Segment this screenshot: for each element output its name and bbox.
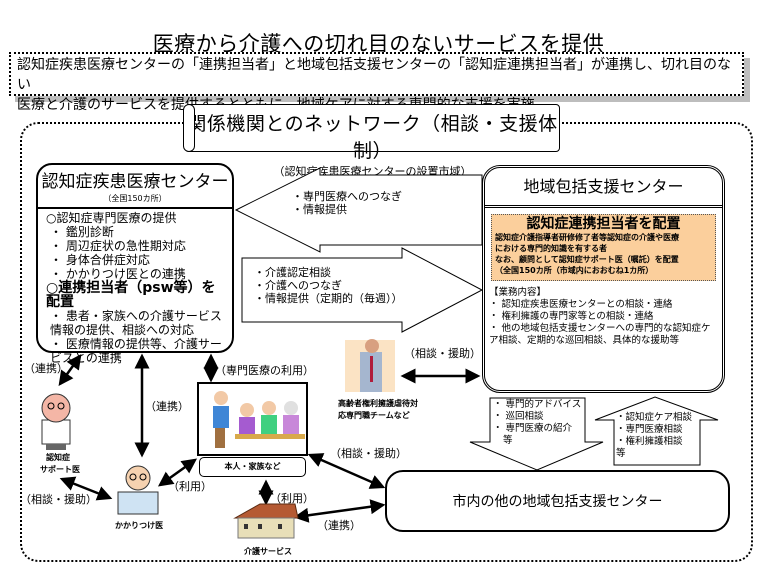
- arrow-item: ・認知症ケア相談: [616, 412, 693, 423]
- arrow-care-other-centers: [293, 499, 386, 523]
- arrow-item: ・介護認定相談: [254, 266, 331, 279]
- block-arrow-down: [469, 397, 604, 471]
- rights-team-illustration: [345, 339, 395, 392]
- arrow-item: ・ 専門医療の紹介: [493, 423, 573, 434]
- arrow-item: ・介護へのつなぎ: [254, 279, 342, 292]
- relation-use: （利用）: [270, 492, 314, 505]
- divider: [38, 207, 232, 209]
- arrow-item: ・情報提供（定期的（毎週））: [254, 292, 403, 305]
- liaison-assignment-title: 認知症連携担当者を配置: [526, 216, 681, 232]
- arrow-item: ・ 巡回相談: [493, 411, 544, 422]
- support-doctor-illustration: [41, 393, 71, 450]
- arrow-to-medical-text: ・専門医療へのつなぎ ・情報提供: [292, 190, 402, 216]
- arrow-up-text: ・認知症ケア相談 ・専門医療相談 ・権利擁護相談 等: [616, 412, 692, 460]
- relation-consult-support: （相談・援助）: [20, 493, 97, 506]
- summary-box: 認知症疾患医療センターの「連携担当者」と地域包括支援センターの「認知症連携担当者…: [9, 52, 744, 113]
- family-box: 本人・家族など: [199, 457, 306, 477]
- arrow-item: 等: [503, 435, 513, 446]
- community-support-center: 地域包括支援センター 認知症連携担当者を配置 認知症介護指導者研修修了者等認知症…: [482, 165, 725, 393]
- dementia-medical-center-title: 認知症疾患医療センター: [41, 172, 229, 192]
- people-icon: [213, 391, 305, 448]
- relation-cooperation: （連携）: [145, 400, 189, 413]
- arrow-item: ・ 専門的アドバイス: [493, 399, 582, 410]
- block-arrow-up: [594, 396, 719, 466]
- support-doctor-label: 認知症 サポート医: [40, 452, 80, 476]
- label-line: 認知症: [46, 453, 70, 462]
- arrow-item: 等: [616, 448, 626, 459]
- list-item: ・ 他の地域包括支援センターへの専門的な認知症ケア相談、定期的な巡回相談、具体的…: [489, 323, 711, 346]
- relation-cooperation: （連携）: [317, 519, 361, 532]
- family-illustration: [197, 382, 308, 456]
- relation-consult-support: （相談・援助）: [404, 347, 481, 360]
- dementia-medical-center-count: （全国150カ所）: [103, 194, 167, 203]
- scroll-curl-icon: [183, 104, 195, 152]
- community-support-center-title: 地域包括支援センター: [523, 177, 684, 196]
- list-item: ・ 鑑別診断: [50, 225, 114, 239]
- arrow-item: ・専門医療相談: [616, 424, 683, 435]
- arrow-item: ・専門医療へのつなぎ: [292, 190, 402, 203]
- list-item: ・ 認知症疾患医療センターとの相談・連絡: [489, 299, 673, 310]
- assignment-line: （全国150カ所（市域内におおむね1カ所）: [495, 266, 654, 275]
- care-service-label: 介護サービス: [244, 547, 292, 556]
- summary-line-1: 認知症疾患医療センターの「連携担当者」と地域包括支援センターの「認知症連携担当者…: [17, 57, 731, 93]
- arrow-down-text: ・ 専門的アドバイス ・ 巡回相談 ・ 専門医療の紹介 等: [493, 399, 581, 447]
- section-specialist-care: ○認知症専門医療の提供: [46, 211, 177, 225]
- label-line: 応専門職チームなど: [338, 411, 410, 420]
- list-item: ・ 患者・家族への介護サービス情報の提供、相談への対応: [50, 309, 222, 337]
- label-line: サポート医: [40, 465, 80, 474]
- relation-specialist-use: （専門医療の利用）: [215, 364, 314, 377]
- arrow-family-doctor-family: [157, 458, 198, 487]
- section-liaison-staff: ○連携担当者（psw等）を配置: [46, 280, 216, 310]
- arrow-family-other-centers: [307, 453, 386, 489]
- arrow-item: ・権利擁護相談: [616, 436, 683, 447]
- relation-use: （利用）: [168, 480, 212, 493]
- relation-cooperation: （連携）: [24, 362, 68, 375]
- list-item: ・ 周辺症状の急性期対応: [50, 239, 186, 253]
- relation-consult-support: （相談・援助）: [330, 447, 407, 460]
- divider: [485, 205, 722, 208]
- assignment-line: における専門的知識を有する者: [495, 244, 607, 253]
- list-item: ・ 権利擁護の専門家等との相談・連絡: [489, 311, 654, 322]
- rights-team-label: 高齢者権利擁護虐待対 応専門職チームなど: [338, 398, 418, 422]
- care-service-house-illustration: [233, 503, 299, 539]
- list-item: ・ 身体合併症対応: [50, 253, 150, 267]
- tasks-title: 【業務内容】: [489, 287, 547, 298]
- liaison-assignment-box: 認知症連携担当者を配置 認知症介護指導者研修修了者等認知症の介護や医療 における…: [491, 214, 716, 281]
- block-arrow-to-community: [241, 247, 484, 333]
- arrow-support-family-doctor: [59, 476, 113, 501]
- arrow-medical-support-doctor: [58, 353, 82, 387]
- arrow-item: ・情報提供: [292, 203, 347, 216]
- dementia-medical-center: 認知症疾患医療センター （全国150カ所） ○認知症専門医療の提供 ・ 鑑別診断…: [36, 163, 234, 365]
- assignment-line: 認知症介護指導者研修修了者等認知症の介護や医療: [495, 233, 679, 242]
- family-doctor-label: かかりつけ医: [115, 521, 164, 530]
- arrow-to-community-text: ・介護認定相談 ・介護へのつなぎ ・情報提供（定期的（毎週））: [254, 266, 403, 305]
- assignment-line: なお、顧問として認知症サポート医（嘱託）を配置: [495, 255, 679, 264]
- list-item: ・ かかりつけ医との連携: [50, 267, 186, 281]
- network-banner-title: 関係機関とのネットワーク（相談・支援体制）: [187, 113, 558, 162]
- list-item: ・ 医療情報の提供等、介護サービスとの連携: [50, 337, 222, 365]
- other-community-centers: 市内の他の地域包括支援センター: [385, 470, 730, 532]
- label-line: 高齢者権利擁護虐待対: [338, 399, 418, 408]
- family-doctor-illustration: [117, 465, 159, 515]
